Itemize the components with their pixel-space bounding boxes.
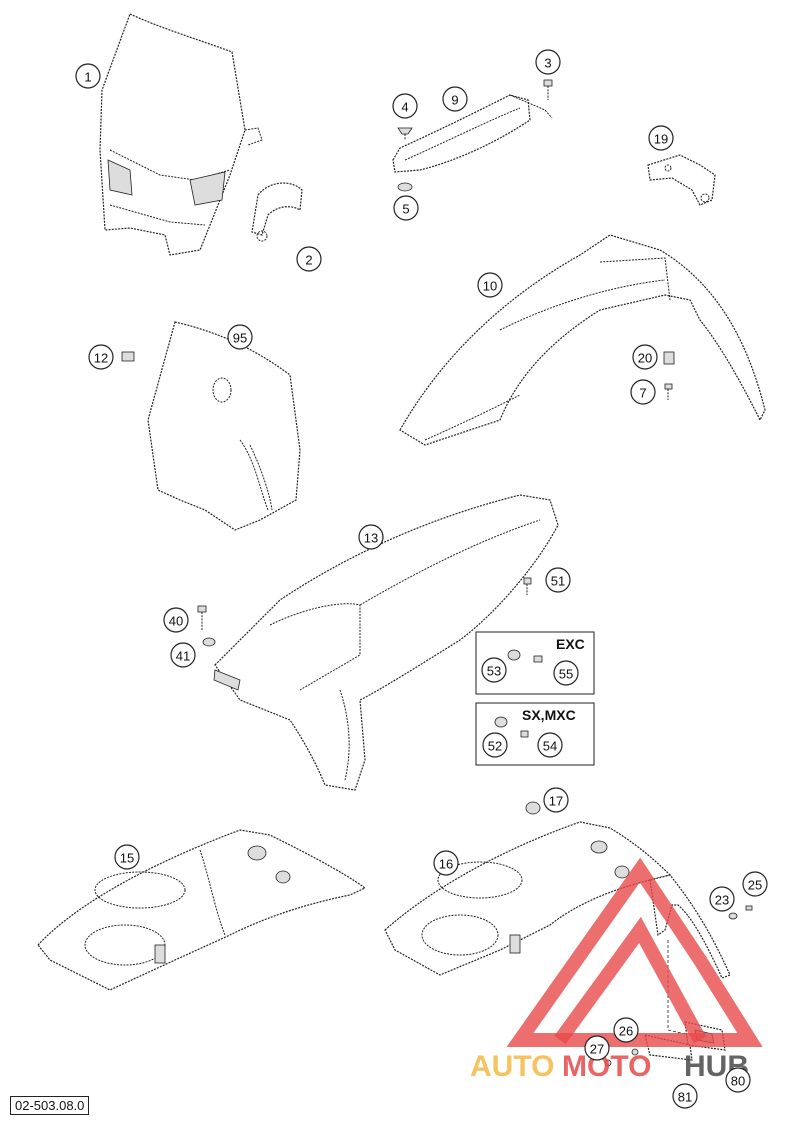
callout-27: 27 xyxy=(584,1035,610,1061)
callout-80: 80 xyxy=(725,1067,751,1093)
screw-3-part xyxy=(543,79,553,100)
watermark-auto: AUTO xyxy=(470,1050,554,1083)
callout-number: 13 xyxy=(364,531,378,546)
callout-number: 10 xyxy=(483,279,497,294)
callout-13: 13 xyxy=(358,524,384,550)
washer-23-part xyxy=(728,912,738,920)
callout-number: 3 xyxy=(544,56,551,71)
callout-51: 51 xyxy=(545,567,571,593)
callout-10: 10 xyxy=(477,272,503,298)
callout-number: 41 xyxy=(176,649,190,664)
callout-23: 23 xyxy=(709,886,735,912)
callout-19: 19 xyxy=(648,125,674,151)
callout-52: 52 xyxy=(482,732,508,758)
callout-number: 53 xyxy=(487,664,501,679)
callout-5: 5 xyxy=(393,195,419,221)
callout-number: 40 xyxy=(169,614,183,629)
callout-number: 26 xyxy=(619,1024,633,1039)
callout-number: 4 xyxy=(401,100,408,115)
nut-17-part xyxy=(525,801,541,815)
exc-kit-box xyxy=(475,631,595,695)
callout-12: 12 xyxy=(88,344,114,370)
screw-51-part xyxy=(523,577,532,595)
screw-25-part xyxy=(745,905,753,911)
callout-number: 7 xyxy=(639,386,646,401)
callout-number: 1 xyxy=(84,70,91,85)
callout-number: 27 xyxy=(590,1042,604,1057)
nut-20-part xyxy=(663,351,675,365)
callout-55: 55 xyxy=(553,660,579,686)
callout-20: 20 xyxy=(632,344,658,370)
number-plate-part xyxy=(147,321,301,531)
callout-number: 25 xyxy=(748,878,762,893)
sx-mxc-kit-box xyxy=(475,702,595,766)
callout-number: 12 xyxy=(94,351,108,366)
callout-7: 7 xyxy=(630,379,656,405)
sx-mxc-box-label: SX,MXC xyxy=(522,707,576,723)
callout-41: 41 xyxy=(170,642,196,668)
callout-number: 20 xyxy=(638,351,652,366)
callout-number: 52 xyxy=(488,739,502,754)
rear-fender-part xyxy=(213,494,559,791)
callout-number: 2 xyxy=(305,253,312,268)
callout-15: 15 xyxy=(114,844,140,870)
callout-number: 95 xyxy=(233,331,247,346)
callout-40: 40 xyxy=(163,607,189,633)
front-fender-part xyxy=(399,234,766,446)
callout-number: 23 xyxy=(715,893,729,908)
screw-40-part xyxy=(197,605,207,630)
callout-54: 54 xyxy=(537,732,563,758)
side-panel-15-part xyxy=(37,829,367,991)
screw-7-part xyxy=(664,383,673,400)
mask-bracket-part xyxy=(251,182,303,242)
callout-16: 16 xyxy=(433,850,459,876)
callout-number: 16 xyxy=(439,857,453,872)
callout-number: 19 xyxy=(654,132,668,147)
callout-4: 4 xyxy=(392,93,418,119)
callout-17: 17 xyxy=(543,787,569,813)
callout-number: 80 xyxy=(731,1074,745,1089)
callout-3: 3 xyxy=(535,49,561,75)
washer-41-part xyxy=(202,637,216,647)
small-bracket-19-part xyxy=(647,154,716,206)
callout-number: 17 xyxy=(549,794,563,809)
callout-number: 54 xyxy=(543,739,557,754)
washer-26-part xyxy=(631,1048,639,1056)
reference-code: 02-503.08.0 xyxy=(10,1096,90,1115)
callout-26: 26 xyxy=(613,1017,639,1043)
side-panel-16-part xyxy=(384,821,672,976)
callout-number: 15 xyxy=(120,851,134,866)
watermark-triangle-logo xyxy=(506,857,763,1047)
headlight-mask-part xyxy=(99,13,263,256)
watermark-wordmark: AUTO MOTO HUB xyxy=(470,1050,749,1083)
callout-number: 55 xyxy=(559,667,573,682)
screw-12-part xyxy=(121,351,135,362)
exc-box-label: EXC xyxy=(556,636,585,652)
nut-5-part xyxy=(397,182,413,192)
nut-27-part xyxy=(604,1059,612,1067)
callout-2: 2 xyxy=(296,246,322,272)
callout-number: 5 xyxy=(402,202,409,217)
screw-4-part xyxy=(397,127,413,140)
callout-number: 51 xyxy=(551,574,565,589)
callout-number: 81 xyxy=(678,1090,692,1105)
callout-95: 95 xyxy=(227,324,253,350)
callout-81: 81 xyxy=(672,1083,698,1109)
callout-1: 1 xyxy=(75,63,101,89)
callout-9: 9 xyxy=(442,86,468,112)
callout-number: 9 xyxy=(451,93,458,108)
callout-53: 53 xyxy=(481,657,507,683)
callout-25: 25 xyxy=(742,871,768,897)
plate-bracket-part xyxy=(392,94,553,173)
